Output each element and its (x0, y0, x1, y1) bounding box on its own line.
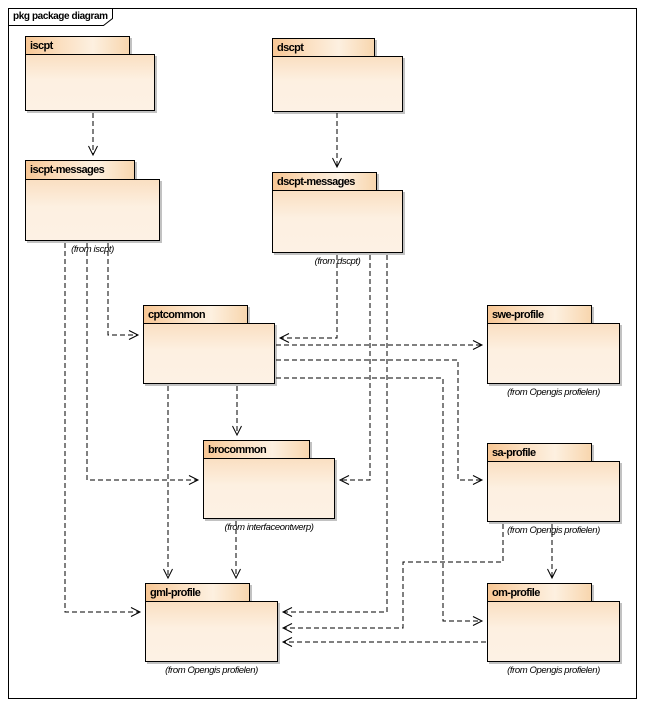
package-caption: (from iscpt) (71, 244, 114, 255)
package-dscpt[interactable]: dscpt (272, 38, 403, 112)
package-swe-profile[interactable]: swe-profile (from Opengis profielen) (487, 305, 620, 398)
package-name: iscpt (30, 39, 53, 52)
package-caption: (from Opengis profielen) (507, 387, 600, 398)
package-caption: (from Opengis profielen) (507, 665, 600, 676)
package-tab: om-profile (487, 583, 592, 602)
package-body (25, 54, 155, 111)
dependency-arrow-dscpt-messages-to-brocommon[interactable] (338, 255, 371, 485)
frame-title-tab (8, 8, 113, 26)
package-tab: dscpt (272, 38, 375, 57)
package-body (272, 190, 403, 253)
package-tab: cptcommon (143, 305, 248, 324)
package-body (487, 461, 620, 522)
dependency-arrow-iscpt-messages-to-brocommon[interactable] (86, 243, 200, 485)
package-gml-profile[interactable]: gml-profile (from Opengis profielen) (145, 583, 278, 676)
package-tab: brocommon (203, 440, 310, 459)
package-tab: iscpt-messages (25, 160, 135, 180)
package-iscpt[interactable]: iscpt (25, 36, 155, 111)
dependency-arrow-iscpt-messages-to-cptcommon[interactable] (107, 243, 140, 340)
dependency-arrow-cptcommon-to-om-profile[interactable] (276, 377, 484, 626)
package-body (143, 323, 275, 384)
package-caption: (from interfaceontwerp) (224, 522, 314, 533)
package-tab: dscpt-messages (272, 172, 377, 191)
package-body (272, 56, 403, 112)
package-name: sa-profile (492, 446, 536, 459)
diagram-title: pkg package diagram (13, 11, 108, 22)
package-name: dscpt (277, 41, 304, 54)
package-tab: sa-profile (487, 443, 592, 462)
dependency-arrow-cptcommon-to-sa-profile[interactable] (276, 359, 484, 485)
package-caption: (from dscpt) (314, 256, 361, 267)
package-tab: swe-profile (487, 305, 592, 324)
package-dscpt-messages[interactable]: dscpt-messages (from dscpt) (272, 172, 403, 267)
package-body (487, 323, 620, 384)
package-tab: iscpt (25, 36, 130, 55)
package-name: brocommon (208, 443, 267, 456)
package-om-profile[interactable]: om-profile (from Opengis profielen) (487, 583, 620, 676)
package-tab: gml-profile (145, 583, 250, 602)
package-body (25, 179, 160, 241)
package-caption: (from Opengis profielen) (165, 665, 258, 676)
package-body (145, 601, 278, 662)
package-name: swe-profile (492, 308, 544, 321)
dependency-arrow-dscpt-messages-to-cptcommon[interactable] (278, 255, 338, 343)
package-cptcommon[interactable]: cptcommon (143, 305, 275, 384)
package-iscpt-messages[interactable]: iscpt-messages (from iscpt) (25, 160, 160, 255)
package-name: om-profile (492, 586, 540, 599)
package-name: dscpt-messages (277, 175, 355, 188)
package-body (487, 601, 620, 662)
package-name: cptcommon (148, 308, 206, 321)
dependency-arrow-iscpt-messages-to-gml-profile[interactable] (64, 243, 142, 617)
package-sa-profile[interactable]: sa-profile (from Opengis profielen) (487, 443, 620, 536)
package-brocommon[interactable]: brocommon (from interfaceontwerp) (203, 440, 335, 533)
package-name: iscpt-messages (30, 164, 105, 176)
package-body (203, 458, 335, 519)
package-name: gml-profile (150, 586, 201, 599)
package-caption: (from Opengis profielen) (507, 525, 600, 536)
dependency-arrow-sa-profile-to-gml-profile[interactable] (281, 524, 504, 633)
dependency-arrow-dscpt-messages-to-gml-profile[interactable] (281, 255, 388, 617)
